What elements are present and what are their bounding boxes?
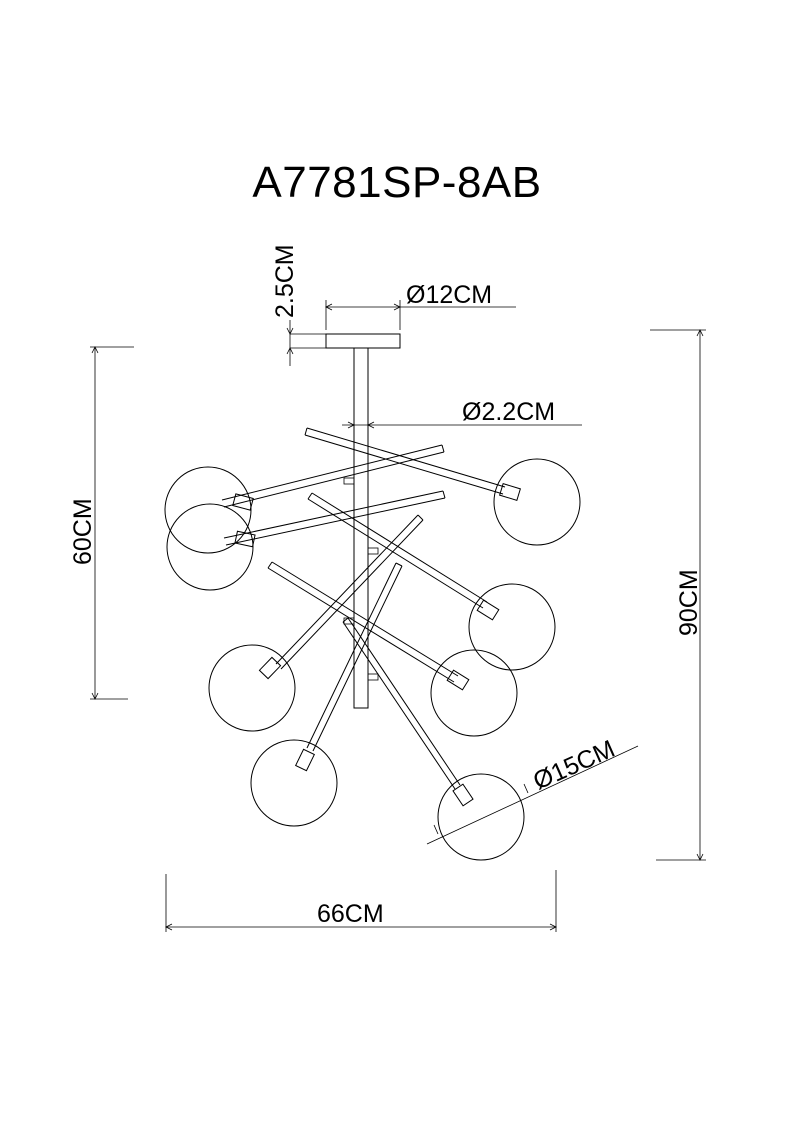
arm: [342, 617, 461, 790]
lamp-holder: [234, 530, 256, 548]
lamp-holder: [232, 493, 254, 511]
dim-body-height: 60CM: [69, 346, 134, 700]
label-body-height: 60CM: [69, 498, 97, 565]
globe: [166, 503, 254, 591]
label-rod-diameter: Ø2.2CM: [462, 398, 555, 426]
lamp-holder: [452, 783, 474, 807]
arm: [221, 444, 445, 508]
lamp-holder: [294, 748, 316, 772]
label-canopy-diameter: Ø12CM: [406, 281, 492, 309]
label-globe-diameter: Ø15CM: [529, 735, 619, 796]
globe: [430, 649, 518, 737]
arm: [306, 562, 403, 752]
arm: [275, 514, 424, 670]
dim-width: 66CM: [165, 870, 557, 932]
globe: [250, 739, 338, 827]
central-rod: [343, 347, 379, 709]
dim-canopy-height: 2.5CM: [271, 244, 326, 366]
globe: [164, 466, 252, 554]
arm: [304, 427, 506, 495]
lamp-holders: [232, 483, 521, 807]
label-width: 66CM: [317, 900, 384, 928]
model-title: A7781SP-8AB: [252, 158, 542, 207]
lamp-holder: [446, 669, 470, 691]
label-canopy-height: 2.5CM: [271, 244, 299, 318]
lamp-holder: [258, 656, 282, 680]
dim-total-height: 90CM: [650, 329, 706, 861]
arm: [267, 561, 459, 683]
dim-canopy-diameter: Ø12CM: [325, 281, 516, 330]
label-total-height: 90CM: [675, 569, 703, 636]
dim-rod-diameter: Ø2.2CM: [342, 398, 582, 429]
lamp-holder: [476, 599, 500, 621]
globe: [468, 583, 556, 671]
lamp-holder: [499, 483, 521, 501]
globe: [208, 644, 296, 732]
globes: [164, 458, 581, 861]
globe: [493, 458, 581, 546]
dim-globe-diameter: Ø15CM: [426, 735, 639, 845]
arms: [221, 427, 506, 790]
globe: [437, 773, 525, 861]
canopy: [325, 333, 401, 349]
arm: [307, 492, 488, 609]
